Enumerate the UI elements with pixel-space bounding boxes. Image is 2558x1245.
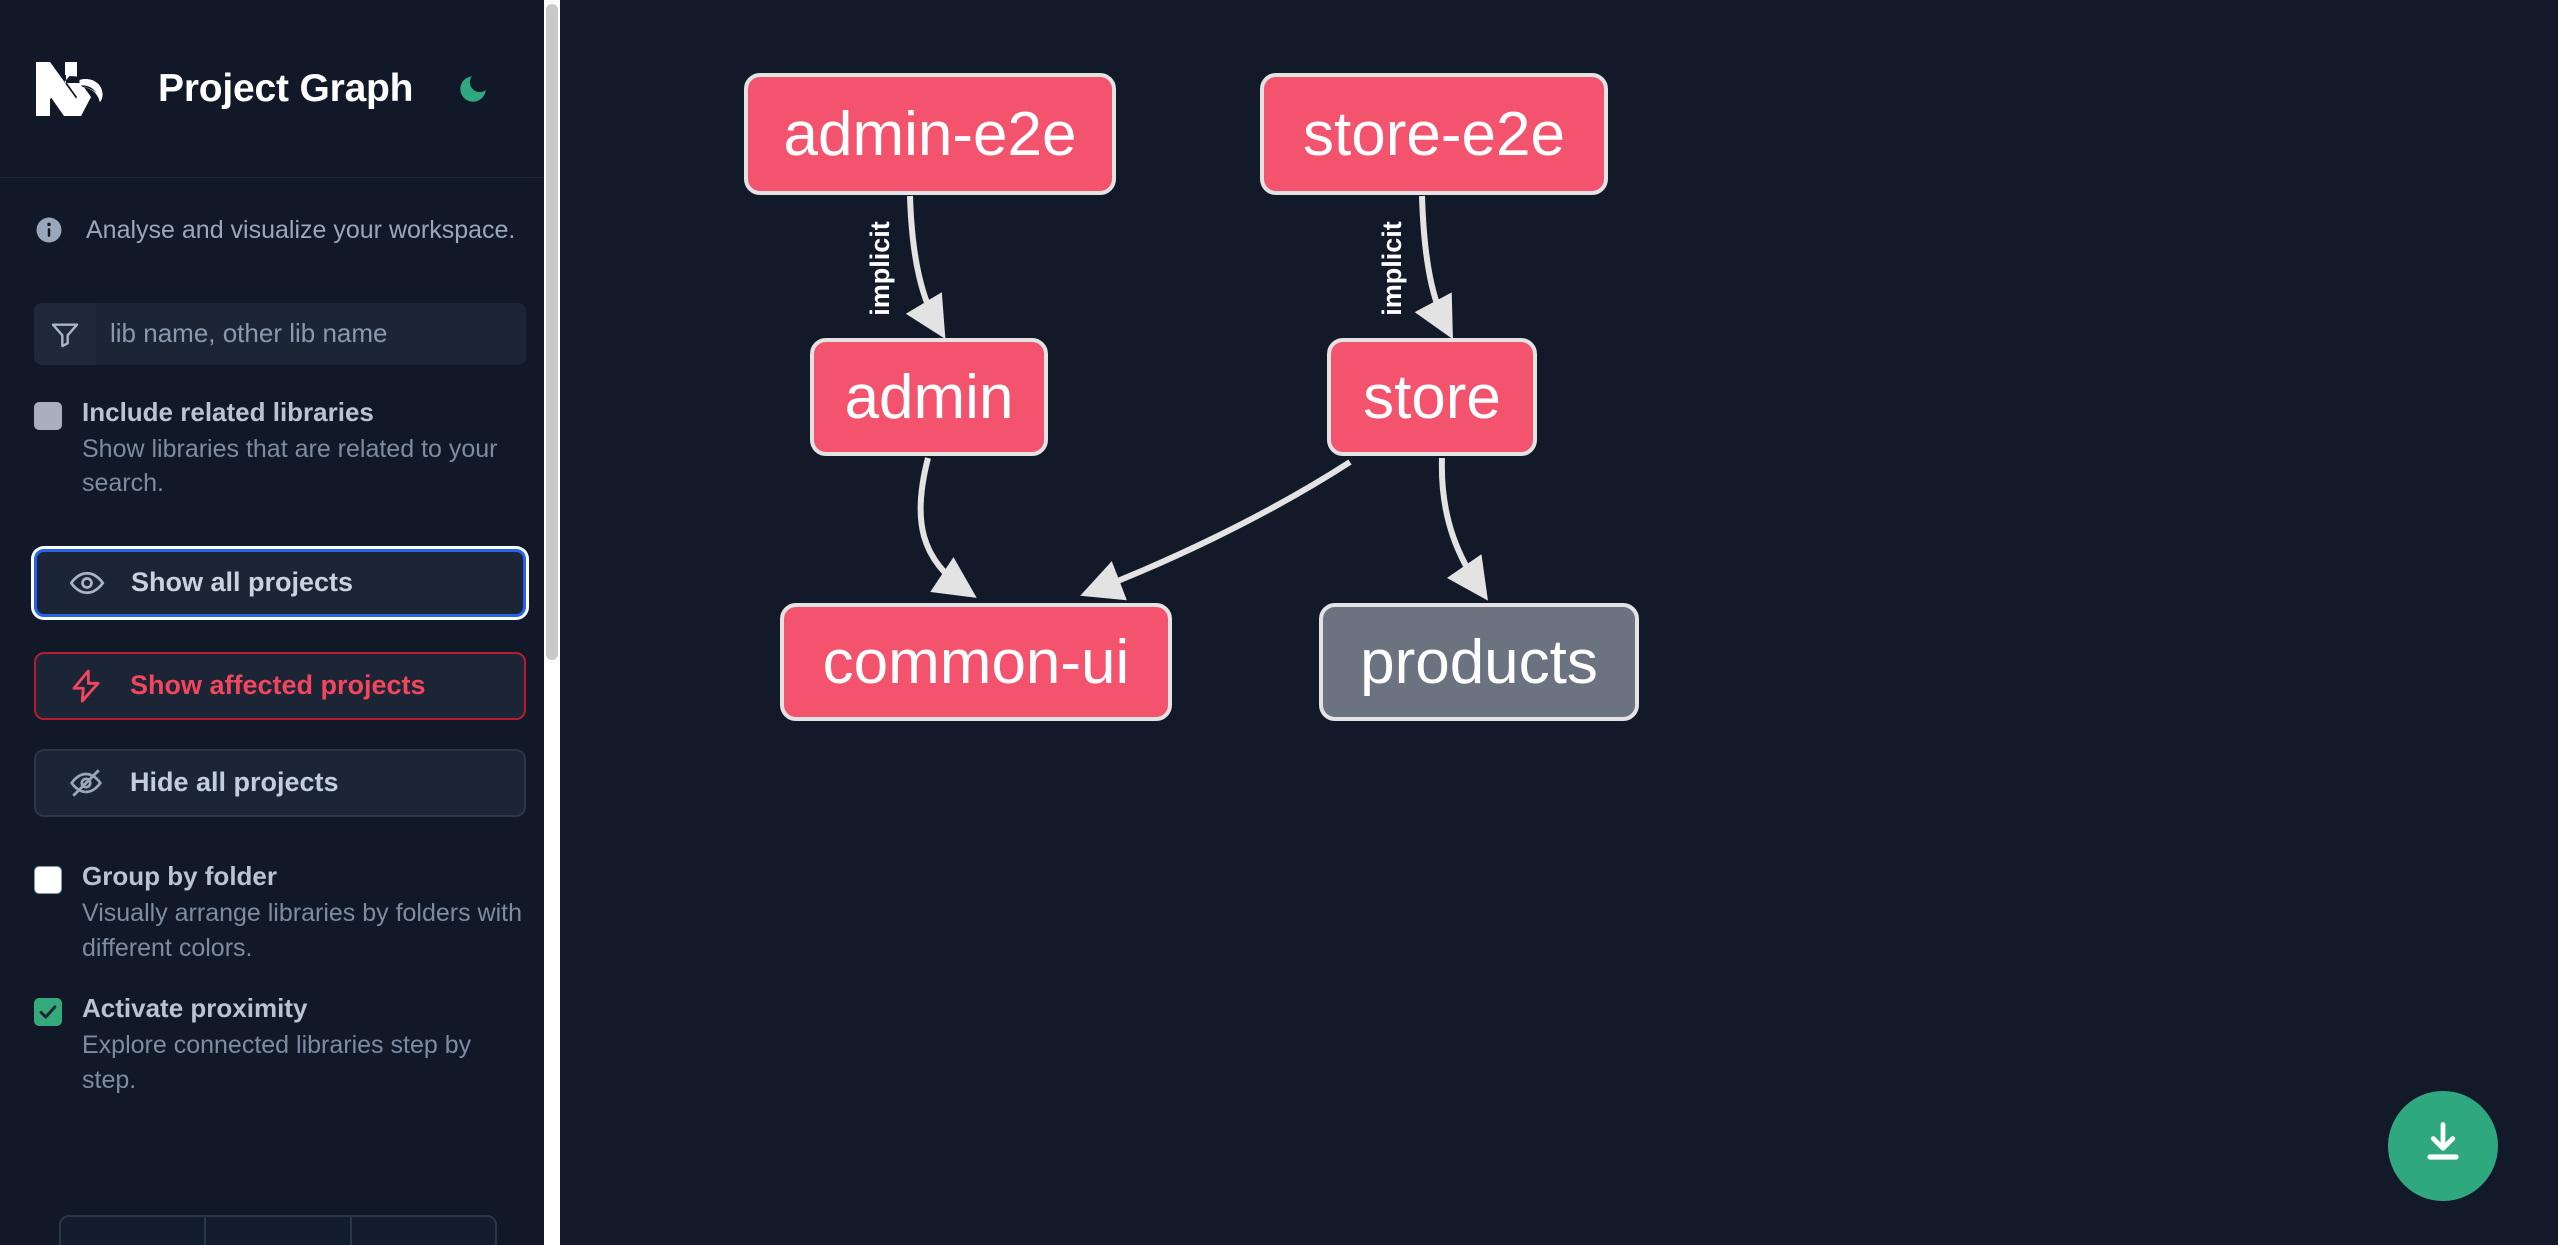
checkbox-group-by-folder-label: Group by folder [82, 860, 277, 891]
hide-all-projects-label: Hide all projects [130, 767, 339, 798]
graph-node-admin-label: admin [844, 362, 1014, 432]
eye-off-icon [68, 765, 104, 801]
edge-store-products [1438, 457, 1488, 601]
sidebar: Project Graph Analyse and visualize your… [0, 0, 560, 1245]
edge-admin-common-ui [917, 457, 977, 598]
checkbox-activate-proximity-label: Activate proximity [82, 993, 308, 1024]
search-input[interactable] [96, 302, 526, 365]
nx-logo-icon [34, 58, 122, 120]
page-title: Project Graph [158, 66, 414, 110]
edge-admin-e2e-admin [905, 195, 946, 340]
edge-label-admin-e2e-admin: implicit [864, 221, 895, 316]
graph-node-admin[interactable]: admin [810, 338, 1048, 456]
graph-node-admin-e2e[interactable]: admin-e2e [744, 73, 1116, 195]
sidebar-header: Project Graph [0, 0, 560, 178]
download-graph-button[interactable] [2388, 1091, 2498, 1201]
checkbox-group-by-folder-box[interactable] [34, 865, 62, 894]
show-affected-projects-button[interactable]: Show affected projects [34, 651, 526, 720]
show-all-projects-button[interactable]: Show all projects [34, 548, 526, 617]
info-icon [34, 215, 64, 245]
edge-store-common-ui [1080, 459, 1352, 601]
graph-node-common-ui[interactable]: common-ui [780, 603, 1172, 721]
sidebar-note-text: Analyse and visualize your workspace. [86, 216, 516, 244]
edge-store-e2e-store [1414, 195, 1453, 340]
sidebar-note: Analyse and visualize your workspace. [0, 178, 560, 247]
graph-node-store-e2e[interactable]: store-e2e [1260, 73, 1608, 195]
edge-label-store-e2e-store: implicit [1376, 221, 1407, 316]
filter-funnel-icon [34, 302, 96, 365]
hide-all-projects-button[interactable]: Hide all projects [34, 748, 526, 817]
graph-node-store-label: store [1363, 362, 1501, 432]
proximity-segment-3[interactable] [351, 1217, 495, 1245]
graph-node-store[interactable]: store [1327, 338, 1537, 456]
show-affected-projects-label: Show affected projects [130, 670, 426, 701]
checkbox-activate-proximity[interactable]: Activate proximity Explore connected lib… [0, 991, 560, 1097]
sidebar-scrollbar[interactable] [544, 0, 560, 1245]
graph-node-store-e2e-label: store-e2e [1303, 99, 1565, 169]
show-all-projects-label: Show all projects [131, 567, 354, 598]
lightning-icon [68, 668, 104, 704]
graph-node-products-label: products [1360, 627, 1598, 697]
checkbox-activate-proximity-box[interactable] [34, 998, 62, 1027]
checkbox-include-related-libraries-description: Show libraries that are related to your … [82, 434, 498, 498]
checkbox-include-related-libraries-label: Include related libraries [82, 396, 374, 427]
checkbox-include-related-libraries[interactable]: Include related libraries Show libraries… [0, 395, 560, 501]
graph-canvas[interactable]: admin-e2e store-e2e admin store common-u… [560, 0, 2558, 1245]
sidebar-scrollbar-thumb[interactable] [546, 4, 558, 660]
proximity-segmented-control[interactable] [59, 1215, 497, 1245]
filter-row [34, 302, 526, 365]
graph-node-admin-e2e-label: admin-e2e [783, 99, 1077, 169]
eye-icon [69, 565, 105, 601]
proximity-segment-1[interactable] [61, 1217, 207, 1245]
download-icon [2417, 1118, 2469, 1175]
graph-node-common-ui-label: common-ui [822, 627, 1130, 697]
moon-icon[interactable] [451, 67, 495, 111]
checkbox-activate-proximity-description: Explore connected libraries step by step… [82, 1031, 472, 1094]
graph-node-products[interactable]: products [1319, 603, 1639, 721]
checkbox-group-by-folder[interactable]: Group by folder Visually arrange librari… [0, 859, 560, 965]
checkbox-include-related-libraries-box[interactable] [34, 401, 62, 430]
checkbox-group-by-folder-description: Visually arrange libraries by folders wi… [82, 899, 523, 962]
proximity-segment-2[interactable] [206, 1217, 352, 1245]
